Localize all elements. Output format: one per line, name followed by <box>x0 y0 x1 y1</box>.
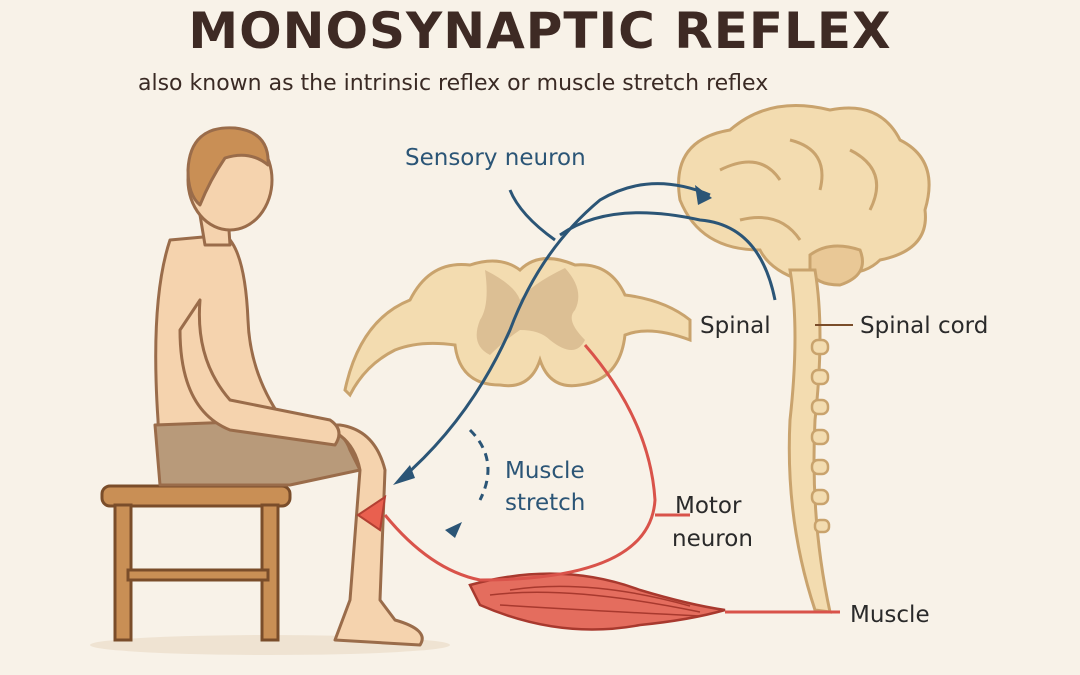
stretch-arrowhead <box>445 522 462 538</box>
stool <box>100 484 292 642</box>
brain <box>677 104 931 287</box>
label-spinal-cord: Spinal cord <box>860 313 988 339</box>
label-spinal: Spinal <box>700 313 771 339</box>
page-title: MONOSYNAPTIC REFLEX <box>188 2 891 60</box>
spinal-column <box>787 268 832 614</box>
sensory-neuron-path <box>399 182 777 501</box>
label-sensory-neuron: Sensory neuron <box>405 145 586 171</box>
label-muscle: Muscle <box>850 602 930 628</box>
label-motor-neuron-2: neuron <box>672 526 753 552</box>
motor-neuron-path <box>383 344 840 614</box>
label-motor-neuron-1: Motor <box>675 493 742 519</box>
seated-person <box>153 126 424 647</box>
brain-arrowhead <box>695 185 712 205</box>
muscle <box>468 572 726 631</box>
stretch-receptor <box>356 494 387 532</box>
spinal-cord-cross-section <box>343 257 692 398</box>
label-muscle-stretch-1: Muscle <box>505 458 585 484</box>
sensory-arrowhead <box>393 465 415 485</box>
label-muscle-stretch-2: stretch <box>505 490 585 516</box>
page-subtitle: also known as the intrinsic reflex or mu… <box>138 71 768 96</box>
